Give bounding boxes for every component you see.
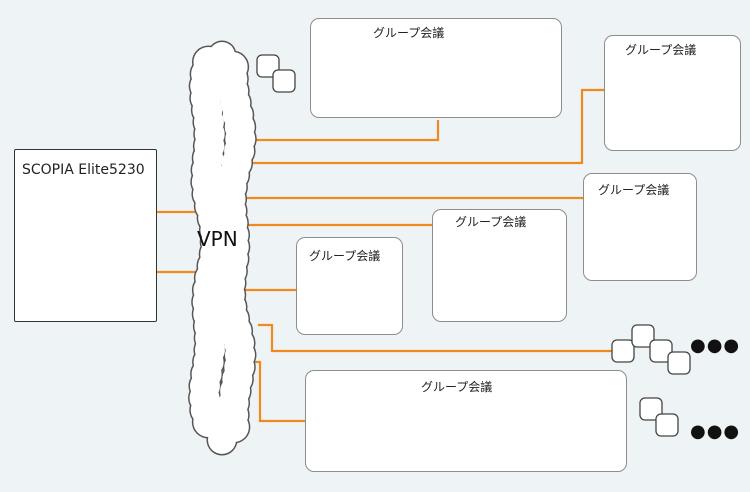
site-node: [655, 413, 679, 437]
connection-line: [252, 360, 305, 423]
site-node: [272, 69, 296, 93]
connection-line: [245, 88, 605, 165]
group-label: グループ会議: [455, 215, 527, 229]
server-box: [14, 149, 157, 322]
group-label: グループ会議: [421, 380, 493, 394]
site-node-shape: [631, 324, 655, 348]
group-label: グループ会議: [598, 183, 670, 197]
group-box: [432, 209, 567, 322]
site-node: [639, 397, 663, 421]
connection-line: [245, 120, 440, 142]
connection-line: [258, 323, 612, 353]
server-label: SCOPIA Elite5230: [22, 162, 145, 178]
vpn-label: VPN: [197, 227, 238, 251]
site-node-shape: [667, 351, 691, 375]
site-node: [667, 351, 691, 375]
site-node-shape: [655, 413, 679, 437]
group-box: [604, 35, 741, 151]
site-node: [256, 54, 280, 78]
group-label: グループ会議: [309, 249, 381, 263]
more-indicator: ●●●: [690, 335, 741, 356]
group-box: [305, 370, 627, 472]
site-node-shape: [272, 69, 296, 93]
cloud-lobe: [209, 42, 235, 68]
site-node: [649, 339, 673, 363]
vpn-cloud: [188, 40, 257, 456]
site-node-shape: [256, 54, 280, 78]
site-node-shape: [639, 397, 663, 421]
group-label: グループ会議: [625, 43, 697, 57]
group-box: [583, 173, 697, 281]
cloud-lobe: [208, 426, 236, 454]
group-box: [296, 237, 403, 335]
group-box: [310, 18, 562, 118]
site-node-shape: [611, 339, 635, 363]
site-node: [611, 339, 635, 363]
site-node-shape: [649, 339, 673, 363]
group-label: グループ会議: [373, 26, 445, 40]
site-node: [631, 324, 655, 348]
more-indicator: ●●●: [690, 421, 741, 442]
